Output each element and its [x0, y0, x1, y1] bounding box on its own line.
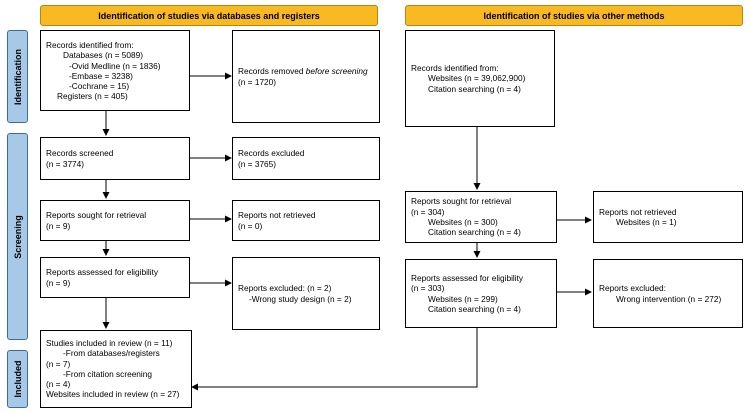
reports-excluded-title: Reports excluded: (n = 2): [238, 283, 332, 294]
studies-from-databases: -From databases/registers: [63, 348, 160, 359]
arrow-other-assessed-to-included: [191, 328, 478, 391]
other-identified-citation: Citation searching (n = 4): [428, 83, 521, 94]
other-identified-websites: Websites (n = 39,062,900): [428, 73, 526, 84]
records-removed-title: Records removed before screening: [238, 66, 368, 77]
other-sought-count: (n = 304): [411, 206, 445, 217]
other-excluded-title: Reports excluded:: [599, 283, 666, 294]
records-screened-title: Records screened: [46, 148, 114, 159]
box-other-not-retrieved: Reports not retrieved Websites (n = 1): [593, 191, 743, 243]
box-reports-sought: Reports sought for retrieval (n = 9): [40, 200, 190, 241]
records-registers: Registers (n = 405): [57, 91, 128, 102]
phase-included: Included: [7, 350, 28, 408]
box-reports-assessed: Reports assessed for eligibility (n = 9): [40, 257, 190, 298]
records-cochrane: -Cochrane = 15): [69, 81, 130, 92]
other-not-retrieved-title: Reports not retrieved: [599, 206, 677, 217]
box-other-identified: Records identified from: Websites (n = 3…: [405, 30, 555, 127]
box-reports-not-retrieved: Reports not retrieved (n = 0): [232, 200, 380, 241]
other-assessed-title: Reports assessed for eligibility: [411, 272, 524, 283]
other-assessed-citation: Citation searching (n = 4): [428, 303, 521, 314]
other-sought-citation: Citation searching (n = 4): [428, 227, 521, 238]
box-records-excluded: Records excluded (n = 3765): [232, 137, 380, 180]
reports-not-retrieved-count: (n = 0): [238, 220, 263, 231]
box-reports-excluded: Reports excluded: (n = 2) -Wrong study d…: [232, 257, 380, 330]
header-databases-label: Identification of studies via databases …: [98, 10, 320, 21]
other-assessed-count: (n = 303): [411, 283, 445, 294]
phase-screening: Screening: [7, 133, 28, 340]
websites-included: Websites included in review (n = 27): [46, 389, 180, 400]
header-other-methods-label: Identification of studies via other meth…: [483, 10, 665, 21]
records-excluded-title: Records excluded: [238, 148, 305, 159]
header-databases: Identification of studies via databases …: [40, 5, 378, 26]
studies-from-citation-count: (n = 4): [46, 379, 71, 390]
box-records-identified: Records identified from: Databases (n = …: [40, 30, 190, 111]
box-other-assessed: Reports assessed for eligibility (n = 30…: [405, 259, 557, 328]
records-embase: -Embase = 3238): [69, 70, 133, 81]
reports-sought-title: Reports sought for retrieval: [46, 210, 147, 221]
studies-from-citation: -From citation screening: [63, 368, 152, 379]
box-studies-included: Studies included in review (n = 11) -Fro…: [40, 330, 192, 408]
other-excluded-wrong-intervention: Wrong intervention (n = 272): [616, 293, 722, 304]
studies-from-databases-count: (n = 7): [46, 358, 71, 369]
other-assessed-websites: Websites (n = 299): [428, 293, 498, 304]
other-not-retrieved-websites: Websites (n = 1): [616, 217, 677, 227]
reports-assessed-title: Reports assessed for eligibility: [46, 267, 159, 278]
box-other-excluded: Reports excluded: Wrong intervention (n …: [593, 259, 743, 328]
header-other-methods: Identification of studies via other meth…: [405, 5, 743, 26]
other-sought-websites: Websites (n = 300): [428, 217, 498, 227]
other-sought-title: Reports sought for retrieval: [411, 196, 512, 207]
reports-excluded-wrong-design: -Wrong study design (n = 2): [249, 293, 352, 304]
box-records-removed: Records removed before screening (n = 17…: [232, 30, 380, 123]
box-records-screened: Records screened (n = 3774): [40, 137, 190, 180]
reports-assessed-count: (n = 9): [46, 277, 71, 288]
records-removed-count: (n = 1720): [238, 76, 277, 87]
records-ovid-medline: -Ovid Medline (n = 1836): [69, 60, 161, 71]
records-databases: Databases (n = 5089): [63, 50, 144, 61]
records-excluded-count: (n = 3765): [238, 158, 277, 169]
other-identified-title: Records identified from:: [411, 63, 499, 74]
records-screened-count: (n = 3774): [46, 158, 85, 169]
reports-not-retrieved-title: Reports not retrieved: [238, 210, 316, 221]
reports-sought-count: (n = 9): [46, 220, 71, 231]
phase-identification: Identification: [7, 30, 28, 123]
records-identified-title: Records identified from:: [46, 40, 134, 50]
studies-included-title: Studies included in review (n = 11): [46, 338, 173, 348]
box-other-sought: Reports sought for retrieval (n = 304) W…: [405, 191, 557, 243]
